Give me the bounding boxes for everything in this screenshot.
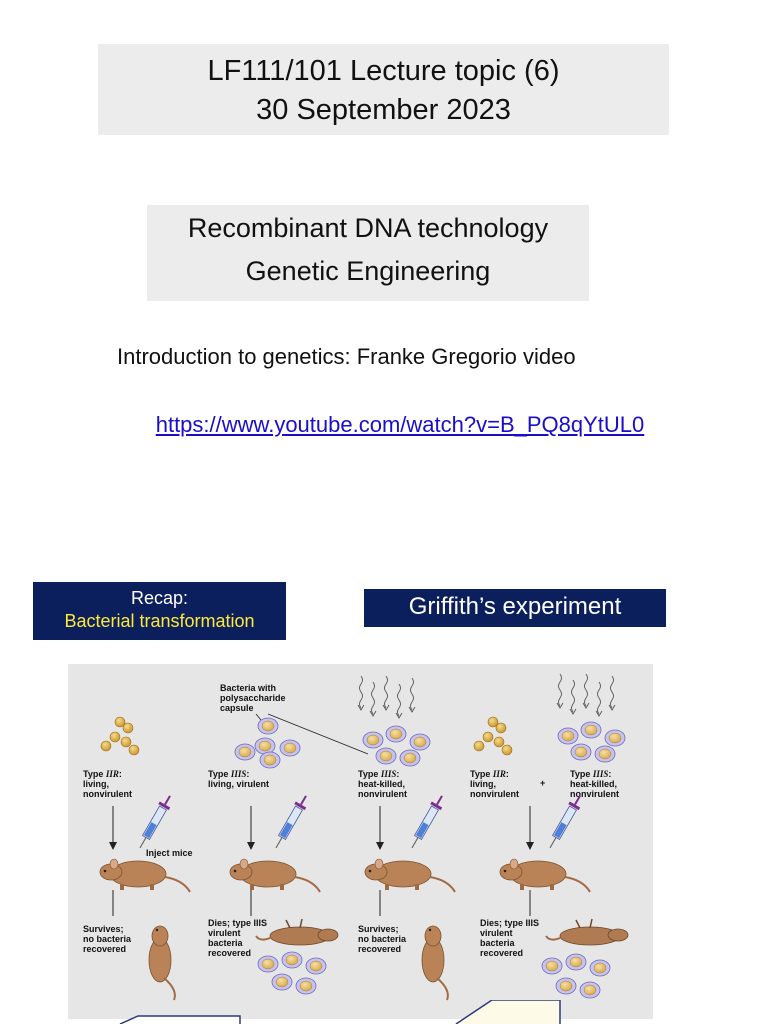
callout-shapes	[119, 1000, 561, 1024]
desc1-col2: living, virulent	[208, 779, 269, 789]
outcome1-col4: Dies; type IIIS	[480, 918, 539, 928]
recovered-bacteria-cluster	[257, 951, 327, 995]
outcome4-col2: recovered	[208, 948, 251, 958]
heat-icon	[556, 673, 616, 717]
mouse-icon	[99, 858, 191, 893]
topic-box: Recombinant DNA technology Genetic Engin…	[147, 205, 589, 301]
desc2-col3: nonvirulent	[358, 789, 407, 799]
intro-text: Introduction to genetics: Franke Gregori…	[117, 344, 576, 369]
living-mouse-icon	[421, 925, 449, 1001]
mouse-icon	[229, 858, 321, 893]
living-mouse-icon	[148, 925, 176, 1001]
recap-topic: Bacterial transformation	[64, 611, 255, 631]
desc1-col4: living,	[470, 779, 496, 789]
heat-killed-bacteria-cluster	[557, 721, 626, 763]
type-label-col3: Type IIIS:	[358, 769, 399, 779]
syringe-icon	[133, 791, 177, 852]
rough-bacteria-cluster	[473, 716, 513, 756]
syringe-icon	[543, 791, 587, 852]
recap-label: Recap:	[130, 588, 189, 608]
lecture-title-line1: LF111/101 Lecture topic (6)	[207, 55, 560, 87]
outcome1-col2: Dies; type IIIS	[208, 918, 267, 928]
type-label-col4: Type IIR:	[470, 769, 509, 779]
column-type-iiis-living: Bacteria with polysaccharide capsule Typ…	[208, 683, 369, 995]
griffith-experiment-figure: Type IIR: living, nonvirulent Inject mic…	[68, 664, 653, 1019]
smooth-bacteria-cluster	[234, 717, 301, 769]
outcome2-col2: virulent	[208, 928, 241, 938]
dead-mouse-icon	[545, 918, 629, 946]
lecture-date: 30 September 2023	[256, 94, 511, 126]
topic-line1: Recombinant DNA technology	[187, 213, 549, 243]
recap-banner: Recap: Bacterial transformation	[33, 582, 286, 640]
youtube-link[interactable]: https://www.youtube.com/watch?v=B_PQ8qYt…	[155, 412, 645, 437]
outcome3-col3: recovered	[358, 944, 401, 954]
outcome1-col3: Survives;	[358, 924, 399, 934]
mouse-icon	[499, 858, 591, 893]
column-mixture: Type IIR: living, nonvirulent + Type III…	[470, 673, 629, 999]
outcome2-col4: virulent	[480, 928, 513, 938]
desc1-col3: heat-killed,	[358, 779, 405, 789]
heat-killed-bacteria-cluster	[362, 725, 431, 767]
type-label-col1: Type IIR:	[83, 769, 122, 779]
desc1-col1: living,	[83, 779, 109, 789]
rough-bacteria-cluster	[100, 716, 140, 756]
experiment-title-banner: Griffith’s experiment	[364, 589, 666, 627]
desc2-col4: nonvirulent	[470, 789, 519, 799]
dead-mouse-icon	[255, 918, 339, 946]
outcome1-col1: Survives;	[83, 924, 124, 934]
inject-mice-label: Inject mice	[146, 848, 193, 858]
recovered-bacteria-cluster	[541, 953, 611, 999]
type-label-col2: Type IIIS:	[208, 769, 249, 779]
column-type-iir-living: Type IIR: living, nonvirulent Inject mic…	[83, 716, 193, 1001]
griffith-diagram: Type IIR: living, nonvirulent Inject mic…	[83, 673, 629, 1001]
syringe-icon	[405, 791, 449, 852]
outcome3-col1: recovered	[83, 944, 126, 954]
outcome2-col1: no bacteria	[83, 934, 132, 944]
type-label-col5: Type IIIS:	[570, 769, 611, 779]
heat-icon	[357, 675, 416, 719]
capsule-label: Bacteria with polysaccharide capsule	[220, 683, 288, 713]
outcome3-col2: bacteria	[208, 938, 244, 948]
desc2-col1: nonvirulent	[83, 789, 132, 799]
mouse-icon	[364, 858, 456, 893]
plus-sign: +	[540, 778, 545, 788]
column-type-iiis-heat-killed: Type IIIS: heat-killed, nonvirulent Surv…	[357, 675, 456, 1001]
outcome2-col3: no bacteria	[358, 934, 407, 944]
outcome3-col4: bacteria	[480, 938, 516, 948]
outcome4-col4: recovered	[480, 948, 523, 958]
syringe-icon	[269, 791, 313, 852]
lecture-title-box: LF111/101 Lecture topic (6) 30 September…	[98, 44, 669, 135]
desc1-col5: heat-killed,	[570, 779, 617, 789]
topic-line2: Genetic Engineering	[245, 256, 491, 286]
desc2-col5: nonvirulent	[570, 789, 619, 799]
